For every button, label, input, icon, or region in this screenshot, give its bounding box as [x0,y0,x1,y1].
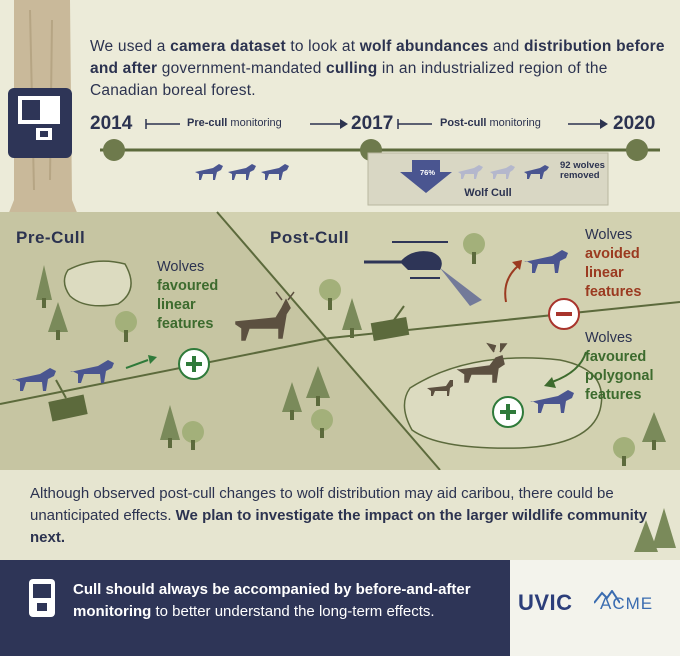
precull-rest: monitoring [227,117,282,129]
timeline-dot-2014 [103,139,125,161]
intro-part: to look at [285,38,360,55]
intro-bold: distribution before and after [90,38,665,77]
footer-text: Cull should always be accompanied by bef… [73,579,493,623]
removed-text: 92 wolves removed [560,161,605,181]
finding-line: features [585,387,642,403]
note-part: Although observed post-cull changes to w… [30,485,614,524]
intro-bold: culling [326,60,378,77]
uvic-logo: UVIC [518,590,573,615]
caribou-icon [235,291,295,341]
finding-line: features [585,284,642,300]
timeline-dot-2020 [626,139,648,161]
tree-icon-footer [634,520,658,552]
mountain-icon [594,590,620,604]
intro-part: in an industrialized region of the Canad… [90,60,608,99]
avoiding-wolf-icon [524,250,568,273]
postcull-finding-favoured: Wolves favoured polygonal features [585,329,653,405]
finding-lead: Wolves [585,227,633,243]
precull-monitoring-label: Pre-cull monitoring [187,117,282,129]
finding-line: favoured [157,278,219,294]
polygon-feature-pre [63,260,132,307]
note-bold: We plan to investigate the impact on the… [30,507,648,546]
helicopter-icon [364,241,482,306]
finding-line: avoided [585,246,640,262]
removed-label: removed [560,170,600,181]
intro-text: We used a camera dataset to look at wolf… [90,36,670,102]
camera-trap-icon [8,88,72,158]
camera-trap-icon-footer [29,579,55,617]
intro-part: We used a [90,38,171,55]
acme-logo: ACME [600,594,654,613]
red-arrow-icon [504,265,519,303]
arrow-icon [125,359,149,369]
year-mid: 2017 [351,113,394,134]
green-arrow-icon [551,351,587,383]
precull-wolf-icons [12,360,114,391]
finding-line: favoured [585,349,647,365]
precull-title: Pre-Cull [16,228,86,247]
precull-finding: Wolves favoured linear features [157,258,218,334]
finding-line: features [157,316,214,332]
precull-bold: Pre-cull [187,117,228,129]
footer-rest: to better understand the long-term effec… [151,603,435,620]
postcull-rest: monitoring [486,117,541,129]
culled-wolves-icon [458,165,515,179]
deer-icon [427,380,453,396]
logo-area: UVIC ACME [510,560,680,656]
postcull-finding-avoided: Wolves avoided linear features [585,226,641,302]
postcull-monitoring-label: Post-cull monitoring [440,117,541,129]
finding-line: polygonal [585,368,654,384]
finding-lead: Wolves [157,259,205,275]
moose-icon [456,342,508,383]
footer-bar: Cull should always be accompanied by bef… [0,560,680,656]
finding-line: linear [585,265,624,281]
finding-lead: Wolves [585,330,633,346]
intro-bold: wolf abundances [359,38,489,55]
wolf-cull-box: 76% 92 wolves removed Wolf Cull [368,153,608,205]
note-text: Although observed post-cull changes to w… [30,483,650,549]
intro-part: government-mandated [157,60,327,77]
postcull-bold: Post-cull [440,117,487,129]
camera-stand-icons [48,305,410,422]
intro-part: and [488,38,524,55]
remaining-wolf-icon [524,165,549,179]
cull-label: Wolf Cull [464,187,512,199]
down-arrow-icon [400,160,452,193]
postcull-title: Post-Cull [270,228,350,247]
tree-icons [36,233,666,466]
year-end: 2020 [613,113,656,134]
finding-line: linear [157,297,196,313]
removed-count: 92 wolves [560,160,605,171]
polygon-wolf-icon [530,390,574,413]
year-start: 2014 [90,113,133,134]
cull-panel [367,152,609,206]
footer-bold: Cull should always be accompanied by bef… [73,581,471,620]
precull-wolves-icon [195,164,289,180]
intro-bold: camera dataset [170,38,286,55]
cull-percent: 76% [420,168,436,177]
